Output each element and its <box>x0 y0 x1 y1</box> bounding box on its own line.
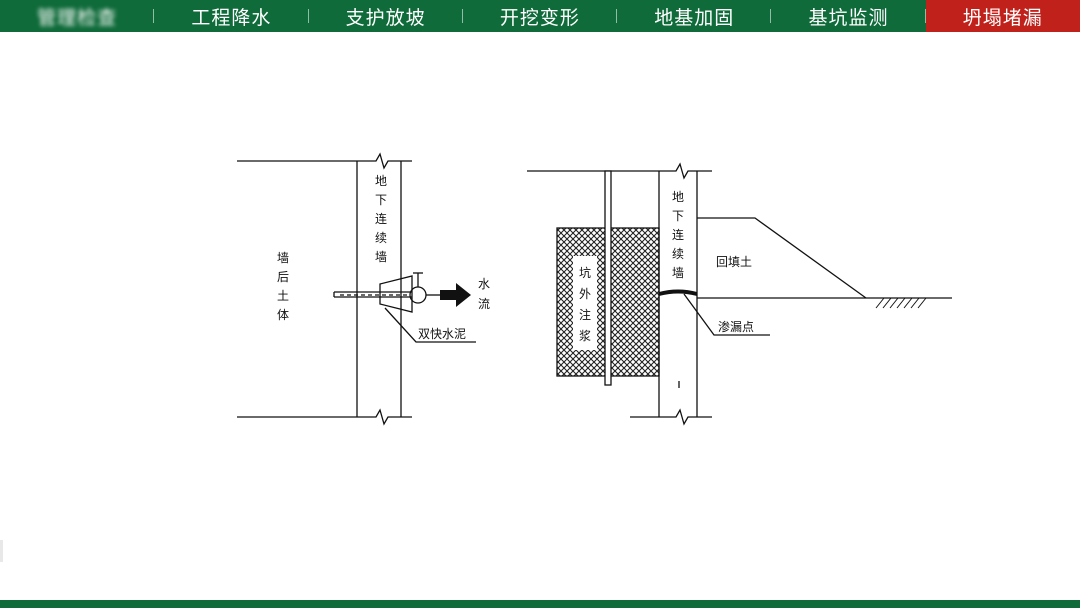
left-wall-label-char: 墙 <box>375 250 387 264</box>
grout-label-char: 外 <box>579 287 591 301</box>
right-wall-label-char: 墙 <box>672 266 684 280</box>
tab-foundation-reinforcement[interactable]: 地基加固 <box>617 0 772 32</box>
soil-label-char: 土 <box>277 289 289 303</box>
soil-label-char: 墙 <box>277 251 289 265</box>
tab-label: 支护放坡 <box>345 6 426 29</box>
backfill-slope <box>697 217 867 299</box>
tab-label: 工程降水 <box>191 6 272 29</box>
cement-label: 双快水泥 <box>418 327 466 341</box>
grout-label-char: 注 <box>579 307 591 322</box>
water-flow-label-char: 水 <box>478 277 490 291</box>
soil-label-char: 后 <box>277 270 289 284</box>
leak-point-leader <box>683 293 770 336</box>
tab-separator <box>616 9 618 23</box>
grout-label-char: 浆 <box>579 328 591 343</box>
top-navigation-bar: 管理检查 工程降水 支护放坡 开挖变形 地基加固 基坑监测 坍塌堵漏 <box>0 0 1080 32</box>
footer-bar <box>0 600 1080 608</box>
edge-mark <box>0 540 3 562</box>
soil-label-char: 体 <box>277 308 289 322</box>
left-diagram <box>237 152 476 426</box>
left-cement-leader <box>384 307 476 343</box>
left-top-ground-line <box>237 152 412 170</box>
tab-label: 坍塌堵漏 <box>962 6 1043 29</box>
water-flow-arrow <box>440 283 471 307</box>
right-wall-label-char: 下 <box>672 209 684 223</box>
tab-management-check[interactable]: 管理检查 <box>0 0 155 32</box>
tab-dewatering[interactable]: 工程降水 <box>154 0 309 32</box>
tab-separator <box>153 9 155 23</box>
tab-label: 开挖变形 <box>499 6 580 29</box>
grout-label-background <box>573 256 597 350</box>
tab-separator <box>770 9 772 23</box>
left-wall-label-char: 连 <box>375 211 387 226</box>
water-flow-label-char: 流 <box>478 297 490 311</box>
left-wedge-plug <box>379 275 413 313</box>
grout-label-char: 坑 <box>579 265 591 280</box>
tab-collapse-leak-plugging[interactable]: 坍塌堵漏 <box>925 0 1080 32</box>
tab-separator <box>924 9 926 23</box>
right-top-ground-line <box>527 162 712 180</box>
left-bottom-ground-line <box>237 408 412 426</box>
tab-support-slope[interactable]: 支护放坡 <box>309 0 463 32</box>
left-wall-label-char: 下 <box>375 193 387 207</box>
leak-point-label: 渗漏点 <box>718 319 754 334</box>
tab-label: 管理检查 <box>37 6 118 29</box>
tab-pit-monitoring[interactable]: 基坑监测 <box>771 0 926 32</box>
right-bottom-ground-line <box>630 408 712 426</box>
tab-label: 地基加固 <box>654 6 735 29</box>
right-diagram <box>527 162 952 426</box>
tab-label: 基坑监测 <box>808 6 889 29</box>
ground-hatch <box>875 297 927 309</box>
right-wall-label-char: 续 <box>672 247 684 261</box>
right-wall-label-char: 连 <box>672 227 684 242</box>
left-wall-label-char: 续 <box>375 231 387 245</box>
tab-excavation-deformation[interactable]: 开挖变形 <box>463 0 618 32</box>
backfill-label: 回填土 <box>716 255 752 269</box>
leak-crack <box>658 289 698 296</box>
tab-separator <box>307 9 309 23</box>
grout-pipe <box>604 170 612 386</box>
tab-separator <box>461 9 463 23</box>
left-wall-label-char: 地 <box>375 174 387 188</box>
water-flow-label: 水流 <box>478 277 490 311</box>
right-wall-label-char: 地 <box>672 190 684 204</box>
